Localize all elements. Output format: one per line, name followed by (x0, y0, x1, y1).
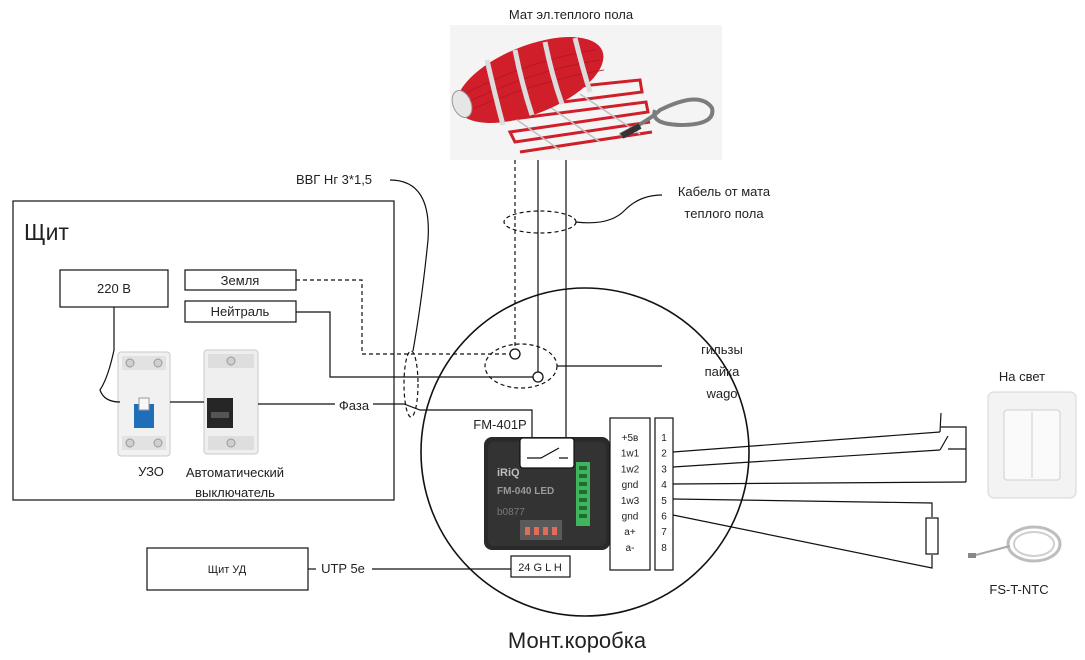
terminal-labels-box (609, 417, 651, 571)
smart-panel-box (146, 547, 309, 591)
terminal-label: +5в (622, 433, 639, 444)
switch-contact-2 (939, 435, 949, 451)
utp-cable-label: UTP 5e (321, 561, 365, 576)
earth-wire (296, 279, 516, 355)
splice-note-1: гильзы (701, 342, 743, 357)
heating-mat-image (450, 25, 722, 160)
terminal-number: 5 (661, 496, 667, 507)
module-body-model: FM-040 LED (497, 486, 554, 497)
voltage-label: 220 В (97, 281, 131, 296)
sensor-image (968, 525, 1062, 563)
terminal-number: 1 (661, 433, 667, 444)
switch-title: На свет (999, 369, 1045, 384)
terminal-label: gnd (622, 480, 639, 491)
mat-title: Мат эл.теплого пола (509, 7, 634, 22)
terminal-number: 3 (661, 464, 667, 475)
junction-box-circle (420, 287, 750, 617)
power-terminal-box (510, 555, 571, 578)
panel-frame (12, 200, 395, 501)
wire-220-to-rcd (99, 307, 121, 403)
wire-terminal-5 (672, 498, 933, 517)
terminal-number: 7 (661, 527, 667, 538)
earth-label: Земля (221, 273, 260, 288)
terminal-number: 2 (661, 449, 667, 460)
breaker-label-line1: Автоматический (186, 465, 284, 480)
breaker-label-line2: выключатель (195, 485, 275, 500)
relay-symbol-box (519, 437, 575, 469)
terminal-label: 1w2 (621, 464, 640, 475)
power-terminal-label: 24 G L H (518, 562, 562, 574)
module-image: iRiQ FM-040 LED b0877 (484, 437, 610, 550)
splice-neutral (532, 371, 544, 383)
mat-cable-leader (575, 194, 663, 224)
mat-cable-marker (503, 210, 577, 234)
splice-note-2: пайка (705, 364, 741, 379)
module-body-code: b0877 (497, 507, 525, 518)
terminal-number: 8 (661, 543, 667, 554)
mat-cable-label-line1: Кабель от мата (678, 184, 771, 199)
sensor-label: FS-T-NTC (989, 582, 1048, 597)
rcd-device-image (117, 351, 171, 457)
vvg-cable-label: ВВГ Нг 3*1,5 (296, 172, 372, 187)
neutral-label: Нейтраль (211, 304, 270, 319)
thermistor-symbol (925, 517, 939, 555)
switch-bus (941, 426, 967, 482)
terminal-label: 1w1 (621, 449, 640, 460)
splice-note-3: wago (705, 386, 737, 401)
wire-terminal-3 (672, 449, 941, 468)
splice-earth (509, 348, 521, 360)
wire-terminal-2 (672, 431, 941, 453)
switch-contact-1 (939, 412, 942, 433)
phase-label: Фаза (339, 398, 370, 413)
terminal-numbers-box (654, 417, 674, 571)
terminal-number: 4 (661, 480, 667, 491)
terminal-label: gnd (622, 512, 639, 523)
splice-marker (484, 343, 558, 389)
module-model-label: FM-401P (473, 417, 526, 432)
junction-box-title: Монт.коробка (508, 628, 647, 653)
module-brand: iRiQ (497, 467, 520, 479)
wire-terminal-6 (672, 514, 933, 569)
light-switch-image (987, 391, 1077, 499)
neutral-wire (296, 311, 538, 378)
terminal-label: 1w3 (621, 496, 640, 507)
vvg-leader (389, 179, 429, 352)
terminal-label: a+ (624, 527, 636, 538)
terminal-label: a- (626, 543, 635, 554)
wire-terminal-4 (672, 481, 967, 485)
panel-title: Щит (24, 219, 69, 245)
phase-wire-to-module (373, 403, 533, 438)
smart-panel-label: Щит УД (208, 564, 247, 576)
relay-contact-symbol (527, 447, 568, 459)
vvg-cable-marker (403, 350, 419, 418)
mat-cable-label-line2: теплого пола (684, 206, 764, 221)
breaker-device-image (203, 349, 259, 455)
terminal-number: 6 (661, 512, 667, 523)
rcd-label: УЗО (138, 464, 164, 479)
